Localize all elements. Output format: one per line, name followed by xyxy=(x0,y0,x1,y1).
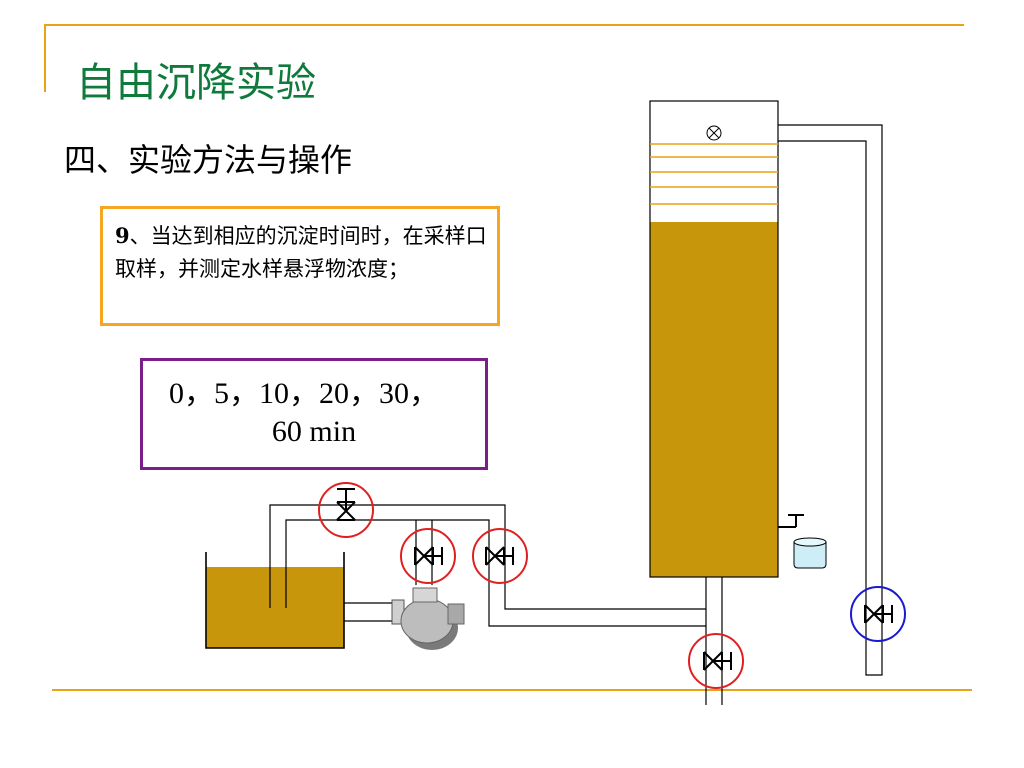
overflow-pipe xyxy=(778,124,883,676)
valve-icon[interactable] xyxy=(472,528,528,584)
feed-tank xyxy=(205,552,345,649)
valve-icon[interactable] xyxy=(688,633,744,689)
column-level-lines xyxy=(650,143,778,205)
column-liquid xyxy=(650,222,778,577)
section-subtitle: 四、实验方法与操作 xyxy=(64,141,353,179)
step-text: 、当达到相应的沉淀时间时，在采样口取样，并测定水样悬浮物浓度； xyxy=(115,224,487,281)
pump-icon xyxy=(391,587,465,650)
sampling-times-line1: 0，5，10，20，30， xyxy=(169,377,439,410)
sampling-times-line2: 60 min xyxy=(271,415,357,448)
sample-cup-icon xyxy=(793,537,827,569)
pump-inlet-pipe xyxy=(344,602,400,622)
sampling-tap-icon xyxy=(778,514,804,528)
bottom-rule xyxy=(52,689,972,691)
column-outline xyxy=(649,100,779,578)
step-instruction-box: 9、当达到相应的沉淀时间时，在采样口取样，并测定水样悬浮物浓度； xyxy=(100,206,500,326)
step-number: 9 xyxy=(115,223,130,248)
settling-column xyxy=(649,100,779,578)
tank-liquid xyxy=(206,567,344,648)
valve-icon[interactable] xyxy=(850,586,906,642)
slide-title: 自由沉降实验 xyxy=(76,60,316,106)
valve-icon[interactable] xyxy=(318,482,374,538)
drain-pipe xyxy=(705,577,723,705)
top-rule xyxy=(44,24,964,26)
stirrer-icon xyxy=(706,125,722,141)
valve-icon[interactable] xyxy=(400,528,456,584)
left-rule xyxy=(44,24,46,92)
sampling-times-box: 0，5，10，20，30， 60 min xyxy=(140,358,488,470)
